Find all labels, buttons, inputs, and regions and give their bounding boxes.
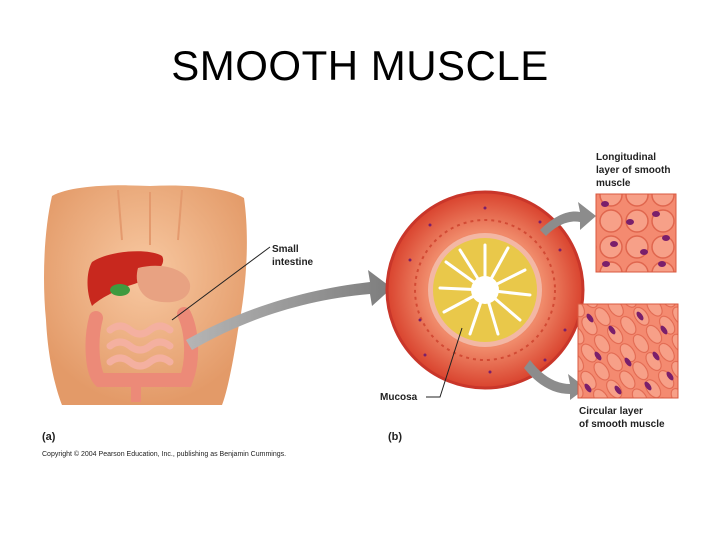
circular-label-1: Circular layer	[579, 406, 643, 417]
arrow-to-circular	[524, 360, 586, 400]
small-intestine-label-1: Small	[272, 244, 299, 255]
panel-b-label: (b)	[388, 431, 402, 443]
longitudinal-label-2: layer of smooth	[596, 165, 670, 176]
small-intestine-label-2: intestine	[272, 257, 314, 268]
mucosa-label: Mucosa	[380, 392, 418, 403]
longitudinal-label-3: muscle	[596, 178, 631, 189]
circular-label-2: of smooth muscle	[579, 419, 665, 430]
panel-a-label: (a)	[42, 431, 56, 443]
circular-cells-inset	[578, 304, 678, 398]
longitudinal-cells-inset	[596, 194, 676, 272]
copyright-text: Copyright © 2004 Pearson Education, Inc.…	[42, 450, 286, 458]
longitudinal-label-1: Longitudinal	[596, 152, 656, 163]
torso-illustration	[44, 185, 247, 405]
